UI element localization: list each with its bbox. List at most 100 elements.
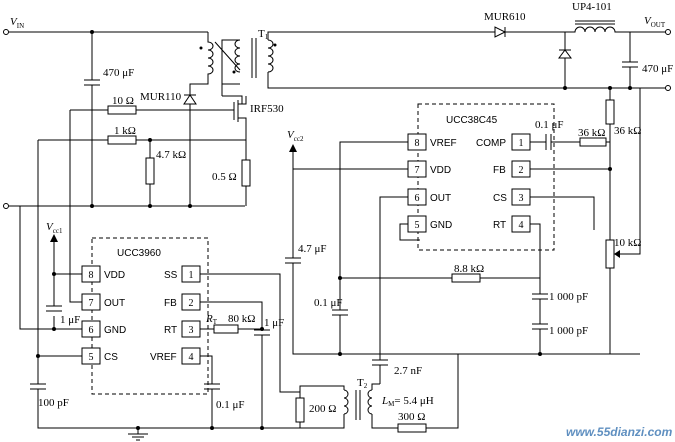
c-1000a-label: 1 000 pF (549, 291, 588, 303)
mur610-label: MUR610 (484, 11, 526, 23)
mosfet-irf530: IRF530 (70, 95, 284, 160)
ucc3960-pin8-num: 8 (89, 270, 94, 281)
ucc38c45-pin5-label: GND (430, 220, 452, 231)
lm-label: L (381, 395, 388, 407)
t1-sub: 1 (265, 33, 269, 41)
r80k-label: 80 kΩ (228, 313, 255, 325)
ucc3960-right-wiring: 1 μF RT 80 kΩ 0.1 μF (200, 273, 300, 428)
r200-label: 200 Ω (309, 403, 336, 415)
ucc3960-pin1-label: SS (164, 270, 178, 281)
ucc38c45-pin6-label: OUT (430, 193, 451, 204)
ucc3960-pin8-label: VDD (104, 270, 125, 281)
r1k-label: 1 kΩ (114, 125, 136, 137)
r-fb-top-label: 36 kΩ (614, 125, 641, 137)
svg-text:T1: T1 (258, 28, 269, 41)
ucc38c45-pin1-label: COMP (476, 138, 506, 149)
feedback-divider: 36 kΩ 10 kΩ (530, 88, 641, 354)
ucc3960-pin6-label: GND (104, 325, 126, 336)
output-capacitor: 470 μF (622, 32, 673, 88)
rsense-label: 0.5 Ω (212, 171, 237, 183)
c-2n7-label: 2.7 nF (394, 365, 422, 377)
r4k7-label: 4.7 kΩ (156, 149, 186, 161)
c-0u1-b-label: 0.1 μF (314, 297, 343, 309)
lm-value: = 5.4 μH (394, 395, 433, 407)
diode-mur110: MUR110 (140, 91, 197, 206)
ucc38c45-pin6-num: 6 (415, 193, 420, 204)
lm-sub: M (388, 400, 395, 408)
resistor-8k8: 8.8 kΩ (451, 263, 540, 283)
mur110-label: MUR110 (140, 91, 182, 103)
ucc3960-pin3-num: 3 (189, 325, 194, 336)
r10-label: 10 Ω (112, 95, 134, 107)
ucc3960-pin2-label: FB (164, 298, 177, 309)
capacitor-4u7: 4.7 μF (285, 243, 640, 355)
ucc38c45-pin1-num: 1 (519, 138, 524, 149)
svg-text:Vcc1: Vcc1 (46, 221, 63, 235)
ucc38c45-pin2-num: 2 (519, 165, 524, 176)
svg-text:RT: RT (205, 313, 218, 326)
comp-network: 0.1 μF 36 kΩ (530, 119, 610, 150)
t2-label: T (357, 377, 364, 389)
vcc2-label: V (287, 129, 295, 141)
cs-rt-network: 1 000 pF 1 000 pF (530, 196, 595, 354)
freewheel-diode (558, 32, 572, 88)
up4-label: UP4-101 (572, 1, 612, 13)
svg-text:Vcc2: Vcc2 (287, 129, 304, 143)
ucc3960-pin5-label: CS (104, 352, 118, 363)
capacitor-0u1-vref2: 0.1 μF (314, 278, 348, 354)
ucc38c45-pin3-num: 3 (519, 193, 524, 204)
svg-text:T2: T2 (357, 377, 368, 390)
vout-sub: OUT (651, 21, 666, 29)
vcc1-sub: cc1 (53, 227, 63, 235)
vcc2-sub: cc2 (294, 135, 304, 143)
resistor-sense: 0.5 Ω (212, 159, 251, 206)
c-1000b-label: 1 000 pF (549, 325, 588, 337)
resistor-10ohm: 10 Ω (107, 95, 137, 115)
vout-terminal (665, 29, 671, 35)
watermark: www.55dianzi.com (566, 425, 673, 439)
c-vref-label: 0.1 μF (216, 399, 245, 411)
ucc38c45-pin8-num: 8 (415, 138, 420, 149)
ucc3960-left-wiring: Vcc1 1 μF 100 pF (19, 110, 270, 429)
c-1u-left-label: 1 μF (60, 314, 80, 326)
svg-text:VOUT: VOUT (644, 15, 666, 29)
input-return-terminal (3, 203, 9, 209)
svg-text:VIN: VIN (10, 16, 24, 30)
t1-label: T (258, 28, 265, 40)
ucc3960-pin1-num: 1 (189, 270, 194, 281)
vin-rail: VIN (3, 16, 208, 35)
ground-rail-left (3, 203, 245, 209)
diode-mur610: MUR610 (484, 11, 565, 38)
vin-terminal (3, 29, 9, 35)
ucc38c45-pin4-label: RT (493, 220, 506, 231)
vin-sub: IN (17, 22, 24, 30)
t2-sub: 2 (364, 382, 368, 390)
resistor-4k7: 4.7 kΩ (145, 140, 186, 206)
r300-label: 300 Ω (398, 411, 425, 423)
ucc3960-pin4-label: VREF (150, 352, 177, 363)
ucc38c45-pin4-num: 4 (519, 220, 524, 231)
vout-label: V (644, 15, 652, 27)
junction-dots (36, 30, 632, 430)
ucc3960-pin7-label: OUT (104, 298, 125, 309)
resistor-200: 200 Ω (295, 397, 336, 428)
transformer-t2: T2 LM= 5.4 μH (270, 377, 434, 429)
ucc38c45-pin7-label: VDD (430, 165, 451, 176)
c-comp-label: 0.1 μF (535, 119, 564, 131)
ucc3960-pin6-num: 6 (89, 325, 94, 336)
ucc38c45-pin8-label: VREF (430, 138, 457, 149)
ic-ucc3960: UCC3960 8 VDD 7 OUT 6 GND 5 CS 1 SS 2 FB… (81, 237, 209, 395)
transformer-t1: T1 (189, 28, 666, 98)
ic-ucc38c45: UCC38C45 8 VREF 7 VDD 6 OUT 5 GND 1 COMP… (407, 103, 555, 251)
irf530-label: IRF530 (250, 103, 284, 115)
c-4u7-label: 4.7 μF (298, 243, 327, 255)
inductor-up4-101: UP4-101 (565, 1, 666, 33)
ucc38c45-title: UCC38C45 (446, 115, 498, 126)
rt-sub: T (213, 318, 218, 326)
r-comp-label: 36 kΩ (578, 127, 605, 139)
ucc3960-title: UCC3960 (117, 248, 161, 259)
ucc38c45-pin2-label: FB (493, 165, 506, 176)
vin-label: V (10, 16, 18, 28)
c-in-label: 470 μF (103, 67, 134, 79)
